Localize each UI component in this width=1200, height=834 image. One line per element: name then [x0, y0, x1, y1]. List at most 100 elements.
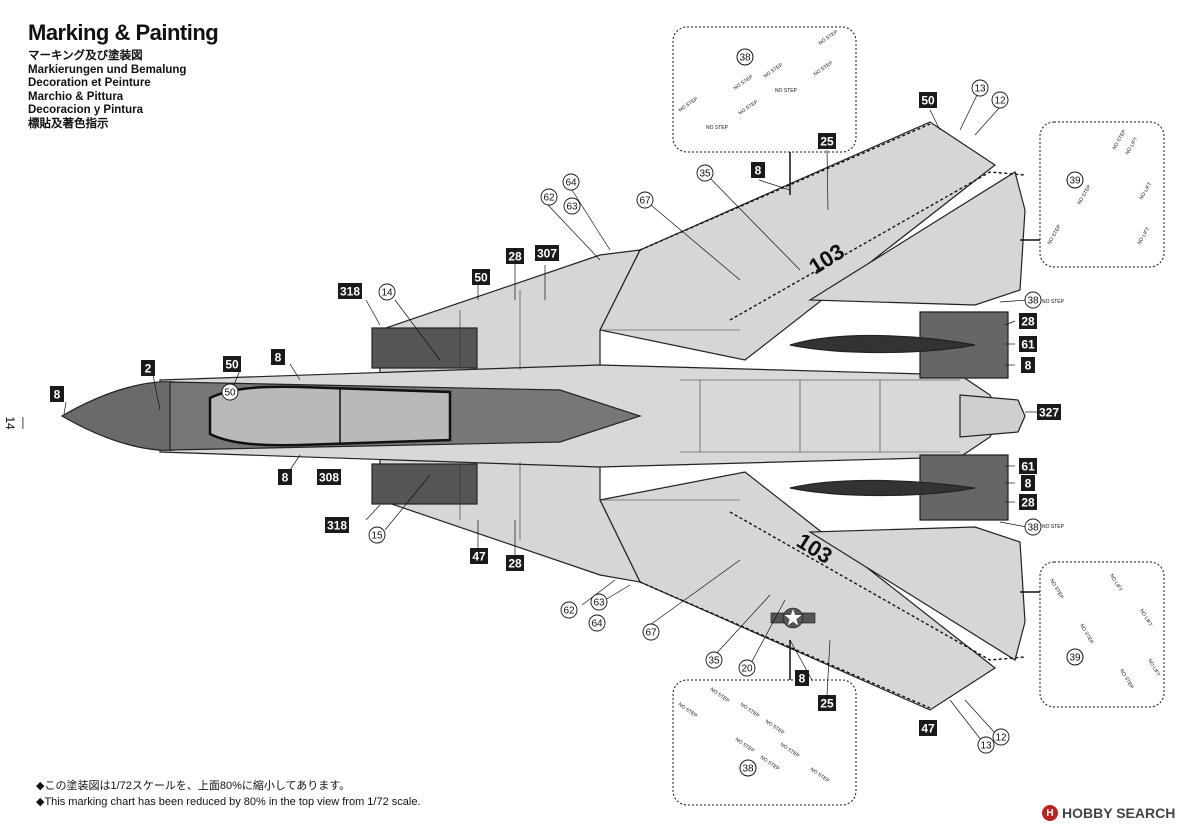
decal-number-box: 318: [338, 283, 362, 299]
part-number-label: 20: [741, 664, 753, 675]
stencil-text: NO STEP: [678, 96, 700, 114]
decal-number-box: 2: [141, 360, 155, 376]
decal-number-box: 50: [223, 356, 241, 372]
title-italian: Marchio & Pittura: [28, 90, 124, 103]
stencil-text: NO LIFT: [1146, 658, 1161, 678]
decal-number-box: 307: [535, 245, 559, 261]
part-number-circle: 14: [378, 283, 396, 301]
title-japanese: マーキング及び塗装図: [28, 50, 143, 62]
part-number-label: 62: [563, 606, 575, 617]
title-german: Markierungen und Bemalung: [28, 63, 187, 76]
decal-number-label: 318: [327, 519, 347, 533]
decal-number-label: 28: [508, 557, 522, 571]
part-number-label: 67: [639, 196, 651, 207]
notes: ◆この塗装図は1/72スケールを、上面80%に縮小してあります。 ◆This m…: [36, 778, 421, 810]
upper-tail-fin: [789, 334, 976, 354]
stencil-text: NO LIFT: [1139, 181, 1154, 201]
decal-number-label: 47: [472, 550, 486, 564]
decal-number-label: 327: [1039, 406, 1059, 420]
decal-number-box: 8: [795, 670, 809, 686]
upper-intake: [371, 327, 478, 369]
part-number-label: 63: [593, 598, 605, 609]
decal-number-label: 50: [474, 271, 488, 285]
decal-number-box: 61: [1019, 336, 1037, 352]
part-number-label: 12: [994, 96, 1006, 107]
stencil-text: NO STEP: [775, 88, 798, 94]
part-number-circle: 64: [562, 173, 580, 191]
decal-number-box: 47: [919, 720, 937, 736]
stencil-text: NO STEP: [709, 687, 731, 705]
watermark-text: HOBBY SEARCH: [1062, 805, 1176, 821]
page-title: Marking & Painting: [28, 20, 219, 45]
decal-number-box: 28: [1019, 313, 1037, 329]
part-number-label: 35: [708, 656, 720, 667]
note-japanese: ◆この塗装図は1/72スケールを、上面80%に縮小してあります。: [36, 780, 351, 792]
boxed-callouts: 8 2 50 8 8 308 318 318 50 28 307 47 28 8 25 50 28 61 8 327 6…: [50, 92, 1061, 736]
decal-number-label: 28: [1021, 315, 1035, 329]
decal-number-box: 61: [1019, 458, 1037, 474]
tail-cone: [959, 394, 1026, 438]
stencil-number: 39: [1069, 176, 1081, 187]
lower-stabilizer: [808, 526, 1026, 661]
stencil-detail-right-top: 39 NO STEP NO LIFT NO STEP NO LIFT NO ST…: [1020, 121, 1165, 268]
decal-number-box: 28: [1019, 494, 1037, 510]
decal-number-box: 318: [325, 517, 349, 533]
part-number-circle: 62: [540, 188, 558, 206]
part-number-label: 64: [591, 619, 603, 630]
part-number-circle: 20: [738, 659, 756, 677]
decal-number-label: 61: [1021, 338, 1035, 352]
stencil-text: NO STEP: [1112, 128, 1129, 151]
national-insignia: [770, 607, 816, 629]
part-number-circle: 13: [971, 79, 989, 97]
part-number-label: 15: [371, 531, 383, 542]
part-number-circle: 15: [368, 526, 386, 544]
decal-number-box: 28: [506, 555, 524, 571]
decal-number-box: 25: [818, 695, 836, 711]
decal-number-label: 8: [1025, 477, 1032, 491]
decal-number-label: 50: [921, 94, 935, 108]
part-number-circle: 13: [977, 736, 995, 754]
watermark: H HOBBY SEARCH: [1042, 805, 1175, 821]
stencil-text: NO LIFT: [1108, 573, 1123, 593]
part-number-circle: 35: [696, 164, 714, 182]
stencil-text: NO LIFT: [1137, 226, 1152, 246]
stencil-text: NO STEP: [706, 125, 729, 131]
stencil-text: NO STEP: [733, 74, 755, 92]
engine-stencil-lower: NO STEP: [1042, 524, 1065, 530]
stencil-number: 38: [739, 53, 751, 64]
part-number-circle: 35: [705, 651, 723, 669]
part-number-label: 38: [1027, 523, 1039, 534]
part-number-label: 14: [381, 288, 393, 299]
stencil-number: 38: [742, 764, 754, 775]
part-number-circle: 67: [636, 191, 654, 209]
stencil-text: NO STEP: [779, 742, 801, 760]
decal-number-box: 28: [506, 248, 524, 264]
note-english: ◆This marking chart has been reduced by …: [36, 796, 421, 808]
decal-number-label: 50: [225, 358, 239, 372]
stencil-text: NO STEP: [818, 29, 840, 47]
decal-number-box: 8: [751, 162, 765, 178]
part-number-circle: 64: [588, 614, 606, 632]
stencil-number: 39: [1069, 653, 1081, 664]
decal-number-box: 308: [317, 469, 341, 485]
part-number-circle: 38: [1024, 518, 1042, 536]
decal-number-label: 8: [54, 388, 61, 402]
stencil-text: NO STEP: [809, 767, 831, 785]
part-number-label: 35: [699, 169, 711, 180]
part-number-circle: 12: [991, 91, 1009, 109]
decal-number-label: 8: [755, 164, 762, 178]
decal-number-label: 28: [1021, 496, 1035, 510]
decal-number-label: 318: [340, 285, 360, 299]
title-french: Decoration et Peinture: [28, 77, 151, 90]
decal-number-box: 8: [278, 469, 292, 485]
decal-number-box: 8: [1021, 475, 1035, 491]
stencil-text: NO LIFT: [1138, 608, 1153, 628]
part-number-label: 67: [645, 628, 657, 639]
stencil-text: NO STEP: [1047, 223, 1064, 246]
decal-number-box: 8: [50, 386, 64, 402]
decal-number-label: 25: [820, 135, 834, 149]
dashed-wing-edges: [639, 123, 1026, 709]
stencil-text: NO STEP: [739, 702, 761, 720]
